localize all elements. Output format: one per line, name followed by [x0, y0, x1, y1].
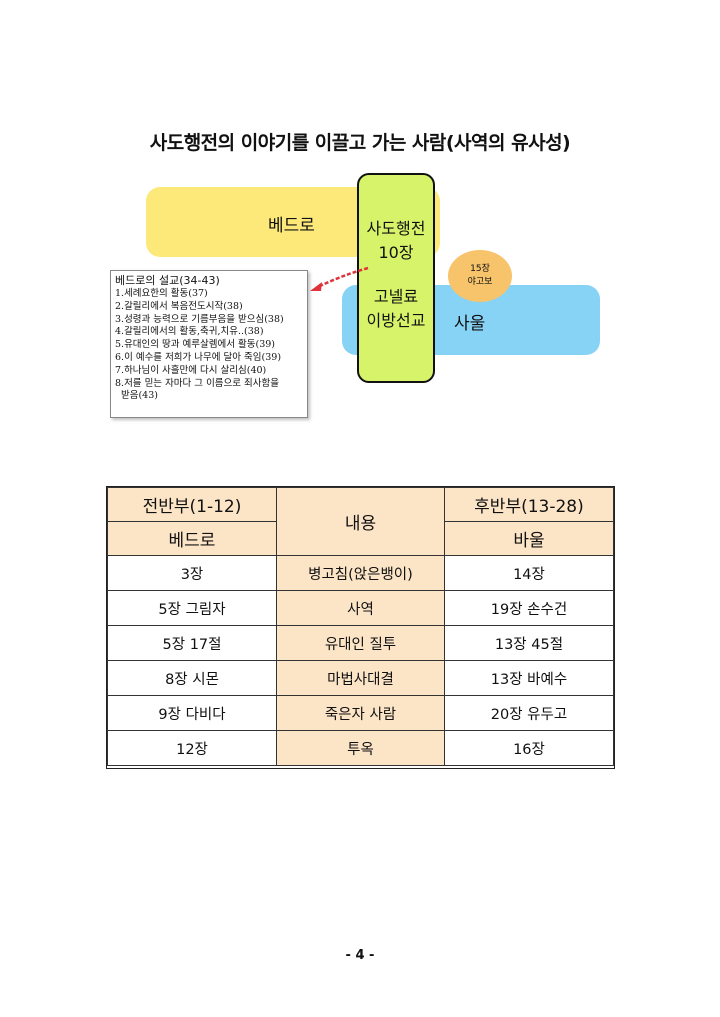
sermon-heading: 베드로의 설교(34-43): [115, 274, 220, 287]
center-line-1: 사도행전: [366, 219, 426, 238]
mid-head: 내용: [276, 487, 445, 556]
table-header-row: 전반부(1-12) 내용 후반부(13-28): [107, 487, 615, 556]
cell: 마법사대결: [276, 660, 445, 696]
table-row: 5장 그림자 사역 19장 손수건: [107, 590, 615, 626]
table-subheader-row: 베드로 바울: [107, 521, 615, 556]
page-number: - 4 -: [345, 948, 375, 963]
cell: 투옥: [276, 730, 445, 766]
cell: 16장: [443, 730, 615, 766]
sermon-item: 4.갈릴리에서의 활동,축귀,치유..(38): [115, 326, 264, 338]
cell: 죽은자 사람: [276, 695, 445, 731]
sermon-item: 받음(43): [121, 390, 158, 402]
left-head: 전반부(1-12): [107, 487, 277, 522]
table-row: 3장 병고침(앉은뱅이) 14장: [107, 555, 615, 591]
cell: 5장 그림자: [107, 590, 277, 626]
sermon-item: 6.이 예수를 저희가 나무에 달아 죽임(39): [115, 351, 282, 363]
sermon-item: 3.성령과 능력으로 기름부음을 받으심(38): [115, 313, 284, 325]
cell: 19장 손수건: [443, 590, 615, 626]
acts-center-box: 사도행전 10장 고넬료 이방선교: [357, 173, 435, 383]
cell: 사역: [276, 590, 445, 626]
center-line-3: 고넬료: [373, 287, 419, 306]
cell: 9장 다비다: [107, 695, 277, 731]
cell: 유대인 질투: [276, 625, 445, 661]
right-sub: 바울: [443, 521, 615, 556]
center-line-4: 이방선교: [366, 311, 426, 330]
table-row: 5장 17절 유대인 질투 13장 45절: [107, 625, 615, 661]
cell: 20장 유두고: [443, 695, 615, 731]
sermon-box: 베드로의 설교(34-43) 1.세례요한의 활동(37) 2.갈릴리에서 복음…: [110, 270, 308, 418]
cell: 12장: [107, 730, 277, 766]
table-row: 12장 투옥 16장: [107, 730, 615, 766]
badge-line-2: 야고보: [467, 277, 493, 287]
cell: 13장 45절: [443, 625, 615, 661]
arrow-icon: [310, 266, 369, 291]
sermon-item: 8.저를 믿는 자마다 그 이름으로 죄사함을: [115, 377, 280, 389]
center-line-2: 10장: [378, 243, 414, 262]
cell: 13장 바예수: [443, 660, 615, 696]
james-badge: 15장 야고보: [448, 250, 512, 302]
badge-line-1: 15장: [470, 264, 490, 274]
cell: 5장 17절: [107, 625, 277, 661]
table-row: 9장 다비다 죽은자 사람 20장 유두고: [107, 695, 615, 731]
sermon-item: 5.유대인의 땅과 예루살렘에서 활동(39): [115, 339, 275, 351]
peter-label: 베드로: [268, 216, 315, 236]
cell: 8장 시몬: [107, 660, 277, 696]
cell: 3장: [107, 555, 277, 591]
sermon-item: 2.갈릴리에서 복음전도시작(38): [115, 300, 243, 312]
page-title: 사도행전의 이야기를 이끌고 가는 사람(사역의 유사성): [149, 132, 571, 154]
cell: 14장: [443, 555, 615, 591]
sermon-item: 1.세례요한의 활동(37): [115, 288, 208, 299]
cell: 병고침(앉은뱅이): [276, 555, 445, 591]
paul-label: 사울: [454, 314, 486, 334]
left-sub: 베드로: [107, 521, 277, 556]
table-row: 8장 시몬 마법사대결 13장 바예수: [107, 660, 615, 696]
comparison-table: 전반부(1-12) 내용 후반부(13-28) 베드로 바울 3장 병고침(앉은…: [107, 487, 615, 766]
sermon-item: 7.하나님이 사흘만에 다시 살리심(40): [115, 364, 267, 376]
right-head: 후반부(13-28): [443, 487, 615, 522]
